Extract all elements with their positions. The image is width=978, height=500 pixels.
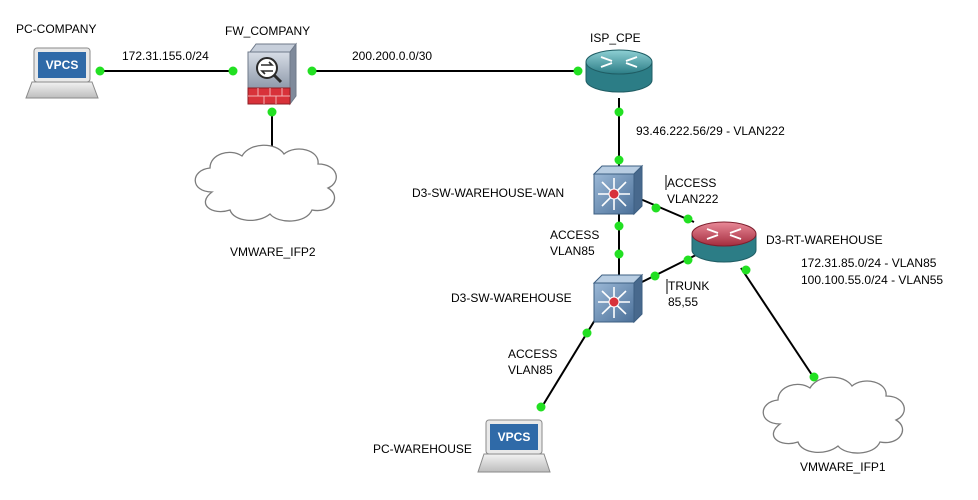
node-vmware-ifp1[interactable]: VMWARE_IFP1 xyxy=(762,376,905,474)
node-label: FW_COMPANY xyxy=(225,24,310,38)
port-dot xyxy=(683,255,693,265)
port-dot xyxy=(650,271,660,281)
node-label: PC-WAREHOUSE xyxy=(373,442,472,456)
link-rt-cloud1[interactable] xyxy=(740,267,815,379)
port-dot xyxy=(307,66,317,76)
node-pc-warehouse[interactable]: VPCS PC-WAREHOUSE xyxy=(373,419,551,473)
node-label: D3-RT-WAREHOUSE xyxy=(766,233,883,247)
node-fw-company[interactable]: FW_COMPANY xyxy=(225,24,310,106)
port-dot xyxy=(536,402,546,412)
rt-network-vlan85: 172.31.85.0/24 - VLAN85 xyxy=(801,256,937,270)
node-pc-company[interactable]: VPCS PC-COMPANY xyxy=(16,22,99,99)
link-label-swwan-rt-mode: ACCESS xyxy=(667,176,716,190)
port-dot xyxy=(573,66,583,76)
port-dot xyxy=(228,66,238,76)
cloud-icon xyxy=(762,376,905,454)
port-dot xyxy=(582,328,592,338)
pc-screen-text: VPCS xyxy=(498,430,531,444)
link-label-isp-swwan: 93.46.222.56/29 - VLAN222 xyxy=(636,124,785,138)
node-sw-warehouse[interactable]: D3-SW-WAREHOUSE xyxy=(451,273,644,324)
link-labels: 172.31.155.0/24 200.200.0.0/30 93.46.222… xyxy=(122,49,943,377)
firewall-icon xyxy=(247,42,297,106)
link-label-swwan-rt-vlan: VLAN222 xyxy=(667,192,719,206)
port-dot xyxy=(683,214,693,224)
node-label: D3-SW-WAREHOUSE-WAN xyxy=(412,186,564,200)
node-rt-warehouse[interactable]: D3-RT-WAREHOUSE xyxy=(691,221,883,263)
link-label-swwan-sw-vlan: VLAN85 xyxy=(550,244,595,258)
multilayer-switch-icon xyxy=(592,164,644,216)
port-dot xyxy=(614,221,624,231)
link-label-sw-rt-mode: TRUNK xyxy=(668,279,709,293)
pc-screen-text: VPCS xyxy=(46,58,79,72)
link-label-fw-isp: 200.200.0.0/30 xyxy=(352,49,432,63)
link-label-pc-fw: 172.31.155.0/24 xyxy=(122,49,209,63)
pc-icon: VPCS xyxy=(25,47,99,99)
node-label: ISP_CPE xyxy=(590,31,641,45)
node-isp-cpe[interactable]: ISP_CPE xyxy=(585,31,653,93)
node-label: VMWARE_IFP2 xyxy=(230,245,316,259)
node-sw-warehouse-wan[interactable]: D3-SW-WAREHOUSE-WAN xyxy=(412,164,644,216)
link-label-swwan-sw-mode: ACCESS xyxy=(550,228,599,242)
node-label: PC-COMPANY xyxy=(16,22,96,36)
link-label-sw-pc-vlan: VLAN85 xyxy=(508,363,553,377)
node-label: D3-SW-WAREHOUSE xyxy=(451,291,572,305)
link-sw-pc[interactable] xyxy=(539,309,602,411)
cloud-icon xyxy=(194,144,337,222)
router-icon xyxy=(585,49,653,93)
pc-icon: VPCS xyxy=(477,419,551,473)
multilayer-switch-icon xyxy=(592,273,644,324)
port-dot xyxy=(267,107,277,117)
port-dot xyxy=(614,249,624,259)
port-dot xyxy=(809,372,819,382)
port-dot xyxy=(95,66,105,76)
port-dot xyxy=(614,155,624,165)
link-label-sw-rt-vlans: 85,55 xyxy=(668,295,698,309)
rt-network-vlan55: 100.100.55.0/24 - VLAN55 xyxy=(801,273,943,287)
port-dot xyxy=(614,107,624,117)
node-label: VMWARE_IFP1 xyxy=(800,460,886,474)
port-dot xyxy=(651,203,661,213)
port-dot xyxy=(741,265,751,275)
link-label-sw-pc-mode: ACCESS xyxy=(508,347,557,361)
node-vmware-ifp2[interactable]: VMWARE_IFP2 xyxy=(194,144,337,259)
router-icon xyxy=(691,221,757,263)
